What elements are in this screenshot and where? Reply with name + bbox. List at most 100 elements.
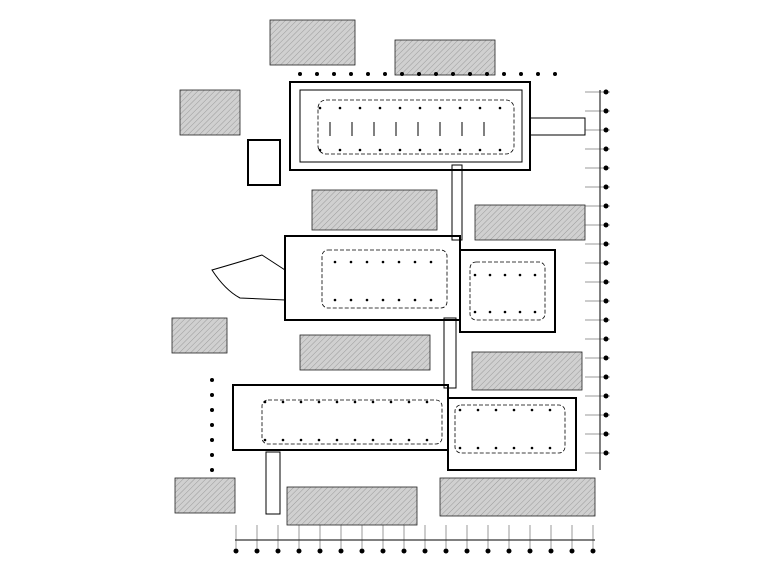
building-footprint <box>311 189 438 231</box>
light-fixture <box>335 438 339 442</box>
axis-bubble <box>338 548 344 554</box>
light-fixture <box>381 260 385 264</box>
axis-bubble <box>603 89 609 95</box>
axis-bubble <box>603 108 609 114</box>
building-footprint <box>299 334 431 371</box>
axis-bubble <box>451 72 455 76</box>
light-fixture <box>476 408 480 412</box>
light-fixture <box>397 260 401 264</box>
ramp-east <box>530 117 586 136</box>
light-fixture <box>458 106 462 110</box>
building-footprint <box>174 477 236 514</box>
axis-bubble <box>603 336 609 342</box>
light-fixture <box>281 400 285 404</box>
light-fixture <box>299 438 303 442</box>
light-fixture <box>318 106 322 110</box>
light-fixture <box>503 310 507 314</box>
axis-bubble <box>603 184 609 190</box>
building-footprint <box>474 204 586 241</box>
axis-bubble <box>553 72 557 76</box>
axis-bubble <box>603 279 609 285</box>
light-fixture <box>548 408 552 412</box>
light-fixture <box>407 400 411 404</box>
light-fixture <box>438 106 442 110</box>
light-fixture <box>418 148 422 152</box>
axis-bubble <box>317 548 323 554</box>
axis-bubble <box>443 548 449 554</box>
axis-bubble <box>603 355 609 361</box>
axis-bubble <box>603 203 609 209</box>
light-fixture <box>429 298 433 302</box>
building-footprint <box>171 317 228 354</box>
light-fixture <box>413 298 417 302</box>
axis-bubble <box>590 548 596 554</box>
light-fixture <box>389 438 393 442</box>
light-fixture <box>512 408 516 412</box>
light-fixture <box>398 106 402 110</box>
light-fixture <box>365 298 369 302</box>
axis-bubble <box>298 72 302 76</box>
axis-bubble <box>210 393 214 397</box>
light-fixture <box>476 446 480 450</box>
light-fixture <box>458 408 462 412</box>
axis-bubble <box>603 127 609 133</box>
light-fixture <box>548 446 552 450</box>
light-fixture <box>512 446 516 450</box>
light-fixture <box>353 400 357 404</box>
light-fixture <box>530 446 534 450</box>
building-footprint <box>179 89 241 136</box>
light-fixture <box>530 408 534 412</box>
light-fixture <box>418 106 422 110</box>
axis-bubble <box>210 468 214 472</box>
axis-bubble <box>502 72 506 76</box>
light-fixture <box>413 260 417 264</box>
parking-block-top <box>247 81 586 186</box>
light-fixture <box>335 400 339 404</box>
light-fixture <box>407 438 411 442</box>
axis-bubble <box>210 378 214 382</box>
light-fixture <box>389 400 393 404</box>
parking-block-middle <box>211 235 556 333</box>
light-fixture <box>371 400 375 404</box>
light-fixture <box>358 148 362 152</box>
axis-bubble <box>296 548 302 554</box>
axis-bubble <box>603 241 609 247</box>
buildings <box>171 19 596 526</box>
light-fixture <box>498 106 502 110</box>
light-fixture <box>473 273 477 277</box>
axis-bubble <box>603 260 609 266</box>
corridor <box>451 164 463 241</box>
axis-bubble <box>603 450 609 456</box>
axis-bubble <box>332 72 336 76</box>
axis-bubble <box>400 72 404 76</box>
axis-bubble <box>210 408 214 412</box>
axis-bubble <box>603 165 609 171</box>
axis-bubble <box>275 548 281 554</box>
light-fixture <box>365 260 369 264</box>
axis-bubble <box>569 548 575 554</box>
axis-bubble <box>417 72 421 76</box>
light-fixture <box>397 298 401 302</box>
light-fixture <box>263 438 267 442</box>
ramp-west <box>211 254 286 301</box>
light-fixture <box>425 438 429 442</box>
light-fixture <box>378 148 382 152</box>
axis-bubble <box>548 548 554 554</box>
axis-bubble <box>603 412 609 418</box>
axis-bubble <box>506 548 512 554</box>
building-footprint <box>439 477 596 517</box>
axis-bubble <box>603 146 609 152</box>
light-fixture <box>429 260 433 264</box>
light-fixture <box>488 310 492 314</box>
axis-bubble <box>485 72 489 76</box>
light-fixture <box>349 298 353 302</box>
axis-bubble <box>315 72 319 76</box>
light-fixture <box>458 446 462 450</box>
light-fixture <box>478 106 482 110</box>
building-footprint <box>286 486 418 526</box>
light-fixture <box>425 400 429 404</box>
light-fixture <box>317 400 321 404</box>
axis-bubble <box>603 222 609 228</box>
corridor <box>443 317 457 389</box>
